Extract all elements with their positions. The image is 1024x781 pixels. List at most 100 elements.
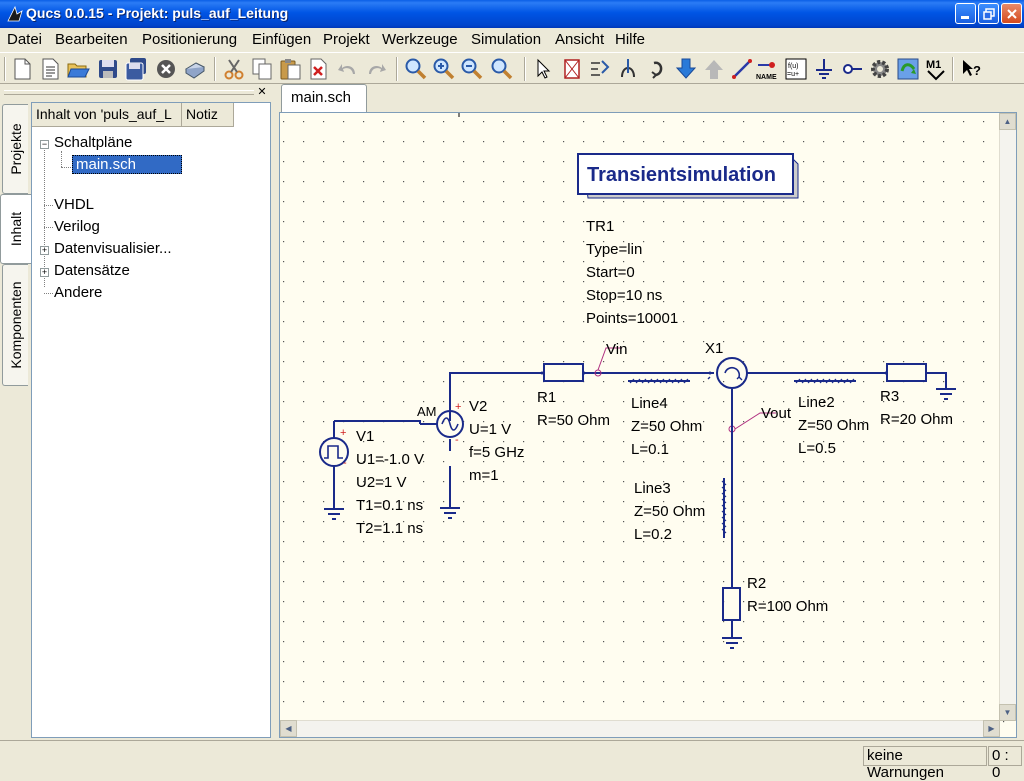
tree-item-datenvisualisierung[interactable]: Datenvisualisier... — [54, 240, 172, 257]
undo-icon[interactable] — [336, 57, 360, 81]
delete-icon[interactable] — [306, 57, 330, 81]
print-icon[interactable] — [182, 57, 206, 81]
wire-label-icon[interactable]: NAME — [756, 57, 780, 81]
tree-header: Inhalt von 'puls_auf_L Notiz — [32, 103, 270, 127]
title-bar[interactable]: Qucs 0.0.15 - Projekt: puls_auf_Leitung — [0, 0, 1024, 28]
select-pointer-icon[interactable] — [532, 57, 556, 81]
menu-datei[interactable]: Datei — [7, 31, 43, 48]
column-header-note[interactable]: Notiz — [182, 103, 234, 127]
rotate-icon[interactable] — [646, 57, 670, 81]
menu-hilfe[interactable]: Hilfe — [615, 31, 646, 48]
r2-name: R2 — [747, 575, 766, 592]
mirror-x-icon[interactable] — [588, 57, 612, 81]
copy-icon[interactable] — [250, 57, 274, 81]
tab-komponenten[interactable]: Komponenten — [2, 264, 28, 386]
transmission-line-line4[interactable] — [628, 372, 710, 384]
wire-label-vin[interactable] — [594, 347, 622, 377]
schematic-drawing[interactable]: Transientsimulation TR1 Type=lin Start=0… — [280, 113, 1017, 738]
project-dock: ✕ Projekte Inhalt Komponenten Inhalt von… — [0, 84, 275, 740]
view-data-icon[interactable] — [896, 57, 920, 81]
port-icon[interactable] — [840, 57, 864, 81]
mirror-y-icon[interactable] — [616, 57, 640, 81]
circulator-x1[interactable] — [707, 357, 748, 389]
expand-datavis-toggle[interactable]: + — [40, 245, 49, 255]
am-source-v2[interactable] — [420, 410, 464, 438]
tree-connector — [61, 167, 71, 168]
zoom-fit-icon[interactable] — [404, 57, 428, 81]
cut-icon[interactable] — [222, 57, 246, 81]
dock-grip[interactable] — [4, 90, 254, 95]
v2-f: f=5 GHz — [469, 444, 524, 461]
resistor-r2[interactable] — [722, 587, 741, 621]
document-area: main.sch Transientsimulation TR1 Type=li… — [275, 84, 1024, 740]
tree-item-andere[interactable]: Andere — [54, 284, 103, 301]
ground-symbols — [324, 388, 956, 649]
edit-properties-icon[interactable] — [560, 57, 584, 81]
dock-close-button[interactable]: ✕ — [257, 86, 267, 98]
toolbar-separator — [524, 57, 526, 81]
pulse-source-v1[interactable]: + — [319, 427, 349, 467]
tree-item-main-sch[interactable]: main.sch — [72, 155, 182, 174]
restore-icon — [983, 8, 995, 20]
maximize-button[interactable] — [978, 3, 999, 24]
horizontal-scrollbar[interactable]: ◀ ▶ — [280, 720, 1000, 737]
whats-this-icon[interactable]: ? — [960, 57, 984, 81]
line2-z: Z=50 Ohm — [798, 417, 869, 434]
menu-simulation[interactable]: Simulation — [471, 31, 542, 48]
zoom-1to1-icon[interactable] — [490, 57, 514, 81]
scroll-left-button[interactable]: ◀ — [280, 720, 297, 737]
marker-icon[interactable]: M1 — [924, 57, 948, 81]
connection-nodes — [540, 371, 888, 375]
menu-positionierung[interactable]: Positionierung — [142, 31, 238, 48]
tab-inhalt[interactable]: Inhalt — [0, 194, 31, 264]
scroll-up-button[interactable]: ▲ — [999, 113, 1016, 130]
column-header-content[interactable]: Inhalt von 'puls_auf_L — [32, 103, 182, 127]
save-all-icon[interactable] — [124, 57, 148, 81]
equation-icon[interactable]: f(u)=u+ — [784, 57, 808, 81]
close-document-icon[interactable] — [154, 57, 178, 81]
menu-einfuegen[interactable]: Einfügen — [252, 31, 312, 48]
zoom-in-icon[interactable] — [432, 57, 456, 81]
wire-icon[interactable] — [730, 57, 754, 81]
scroll-down-button[interactable]: ▼ — [999, 704, 1016, 721]
exit-subcircuit-icon[interactable] — [702, 57, 726, 81]
tab-projekte[interactable]: Projekte — [2, 104, 28, 194]
tree-item-vhdl[interactable]: VHDL — [54, 196, 95, 213]
enter-subcircuit-icon[interactable] — [674, 57, 698, 81]
svg-text:=u+: =u+ — [787, 71, 799, 78]
menu-werkzeuge[interactable]: Werkzeuge — [382, 31, 458, 48]
menu-bearbeiten[interactable]: Bearbeiten — [55, 31, 128, 48]
save-icon[interactable] — [96, 57, 120, 81]
scroll-right-button[interactable]: ▶ — [983, 720, 1000, 737]
new-text-icon[interactable] — [38, 57, 62, 81]
ground-icon[interactable] — [812, 57, 836, 81]
tree-item-datensaetze[interactable]: Datensätze — [54, 262, 130, 279]
paste-icon[interactable] — [278, 57, 302, 81]
new-file-icon[interactable] — [10, 57, 34, 81]
simulate-gear-icon[interactable] — [868, 57, 892, 81]
tr1-points: Points=10001 — [586, 310, 678, 327]
schematic-canvas[interactable]: Transientsimulation TR1 Type=lin Start=0… — [279, 112, 1017, 738]
expand-datasets-toggle[interactable]: + — [40, 267, 49, 277]
transient-simulation-block[interactable]: Transientsimulation — [577, 153, 799, 199]
content-tree[interactable]: Inhalt von 'puls_auf_L Notiz − Schaltplä… — [31, 102, 271, 738]
minimize-button[interactable] — [955, 3, 976, 24]
v2-m: m=1 — [469, 467, 499, 484]
transmission-line-line3[interactable] — [721, 389, 733, 538]
redo-icon[interactable] — [364, 57, 388, 81]
tree-item-schaltplaene[interactable]: Schaltpläne — [54, 134, 133, 151]
menu-projekt[interactable]: Projekt — [323, 31, 370, 48]
close-icon — [1007, 9, 1017, 19]
tree-item-verilog[interactable]: Verilog — [54, 218, 100, 235]
tab-main-sch[interactable]: main.sch — [281, 84, 367, 112]
open-folder-icon[interactable] — [66, 57, 90, 81]
qucs-logo-icon — [7, 5, 23, 22]
window-title: Qucs 0.0.15 - Projekt: puls_auf_Leitung — [26, 5, 289, 21]
menu-ansicht[interactable]: Ansicht — [555, 31, 605, 48]
expand-schaltplaene-toggle[interactable]: − — [40, 139, 49, 149]
transmission-line-line2[interactable] — [792, 372, 856, 384]
line4-name: Line4 — [631, 395, 668, 412]
close-button[interactable] — [1001, 3, 1022, 24]
vertical-scrollbar[interactable]: ▲ ▼ — [999, 113, 1016, 721]
zoom-out-icon[interactable] — [460, 57, 484, 81]
